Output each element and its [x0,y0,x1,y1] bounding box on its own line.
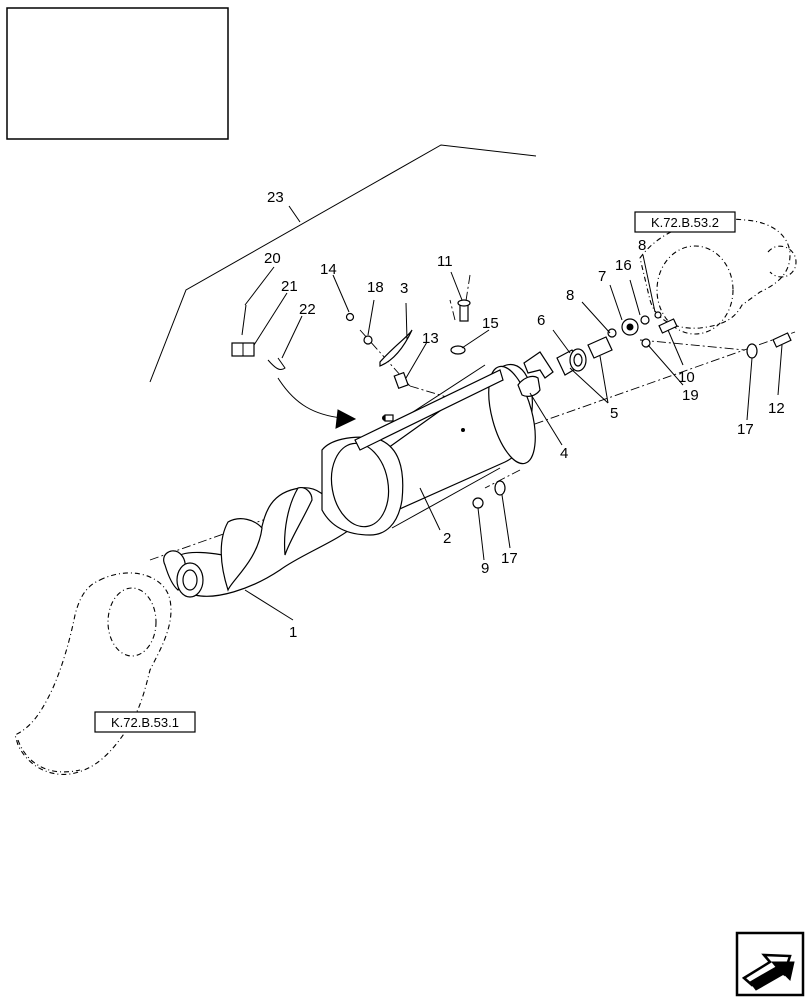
callout-7: 7 [598,268,606,285]
callout-15: 15 [482,315,499,332]
title-box [6,7,229,140]
hardware-parts [345,299,792,509]
callout-23: 23 [267,189,284,206]
callout-17a: 17 [737,421,754,438]
reference-box-upper[interactable]: K.72.B.53.2 [634,211,736,233]
callout-9: 9 [481,560,489,577]
leader-lines [244,254,783,621]
group-bracket-23 [149,144,537,383]
callout-13: 13 [422,330,439,347]
navigation-arrow-icon[interactable] [735,931,805,997]
callout-6: 6 [537,312,545,329]
callout-4: 4 [560,445,568,462]
callout-21: 21 [281,278,298,295]
callout-2: 2 [443,530,451,547]
reference-label-lower: K.72.B.53.1 [111,715,179,730]
arrow-shadow [749,961,795,991]
callout-14: 14 [320,261,337,278]
bracket-part-4 [517,351,554,397]
callout-8b: 8 [638,237,646,254]
callout-22: 22 [299,301,316,318]
bearing-parts [556,311,662,376]
callout-18: 18 [367,279,384,296]
ghost-upper-tube [639,218,797,335]
callout-3: 3 [400,280,408,297]
callout-1: 1 [289,624,297,641]
callout-16: 16 [615,257,632,274]
callout-19: 19 [682,387,699,404]
callouts: 1 2 3 4 5 6 7 8 8 9 10 11 12 13 14 15 16… [264,189,785,641]
callout-5: 5 [610,405,618,422]
callout-20: 20 [264,250,281,267]
callout-11: 11 [437,253,453,270]
callout-8a: 8 [566,287,574,304]
callout-12: 12 [768,400,785,417]
callout-10: 10 [678,369,695,386]
callout-17b: 17 [501,550,518,567]
assembly-arrow [277,377,343,419]
tube-part-2 [321,363,536,536]
reference-label-upper: K.72.B.53.2 [651,215,719,230]
reference-box-lower[interactable]: K.72.B.53.1 [94,711,196,733]
parts-20-22 [231,304,286,371]
ghost-lower-elbow [14,572,172,775]
